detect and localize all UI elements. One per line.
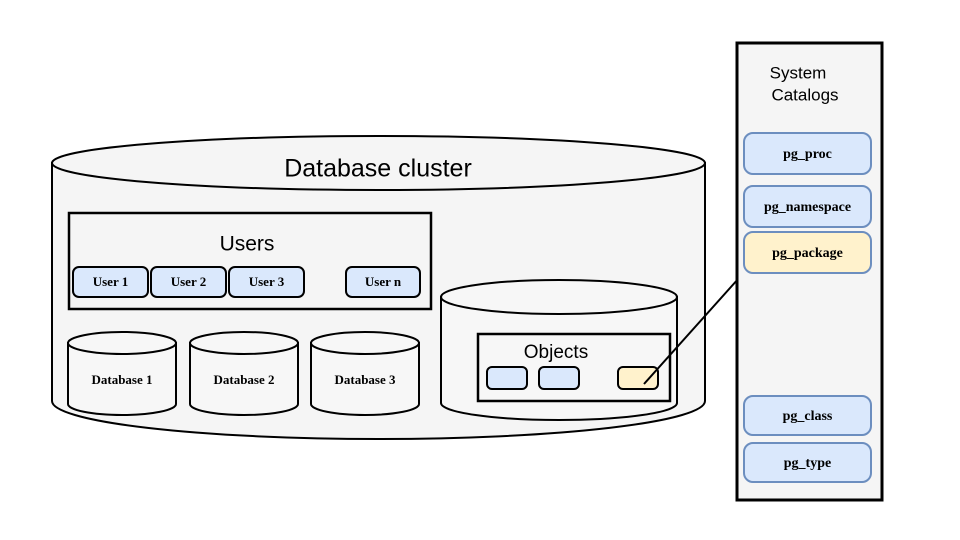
cluster-title: Database cluster: [284, 155, 472, 183]
user-label-2: User 2: [171, 274, 207, 289]
catalog-entry-pg-class[interactable]: pg_class: [743, 395, 872, 436]
database-2-label: Database 2: [213, 372, 274, 387]
catalog-label-pg-package: pg_package: [772, 246, 843, 261]
database-2-top: [189, 331, 299, 355]
catalog-entry-pg-package[interactable]: pg_package: [743, 231, 872, 274]
object-box-1[interactable]: [486, 366, 528, 390]
database-2-body: [189, 342, 299, 416]
catalog-box-pg-class[interactable]: [743, 395, 872, 436]
user-item[interactable]: User n: [345, 266, 421, 298]
user-box-3[interactable]: [228, 266, 305, 298]
users-group: Users User 1 User 2 User 3 User n: [67, 211, 433, 311]
user-item[interactable]: User 2: [150, 266, 227, 298]
user-item[interactable]: User 3: [228, 266, 305, 298]
user-box-1[interactable]: [72, 266, 149, 298]
catalog-box-pg-proc[interactable]: [743, 132, 872, 175]
object-box-2[interactable]: [538, 366, 580, 390]
user-box-n[interactable]: [345, 266, 421, 298]
database-3-label: Database 3: [334, 372, 396, 387]
system-catalogs-title-line1: System: [770, 63, 827, 82]
objects-group-title: Objects: [524, 342, 588, 363]
database-cylinder-3[interactable]: Database 3: [310, 331, 420, 416]
catalog-label-pg-proc: pg_proc: [783, 147, 832, 162]
catalog-entry-pg-proc[interactable]: pg_proc: [743, 132, 872, 175]
users-group-border: [67, 211, 433, 311]
database-3-body: [310, 342, 420, 416]
objects-group-border: [476, 332, 672, 403]
user-label-n: User n: [365, 274, 402, 289]
catalog-entry-pg-type[interactable]: pg_type: [743, 442, 872, 483]
user-item[interactable]: User 1: [72, 266, 149, 298]
user-label-1: User 1: [93, 274, 129, 289]
database-3-top: [310, 331, 420, 355]
catalog-box-pg-package[interactable]: [743, 231, 872, 274]
catalog-label-pg-type: pg_type: [784, 456, 831, 471]
catalog-entry-pg-namespace[interactable]: pg_namespace: [743, 185, 872, 228]
database-1-label: Database 1: [91, 372, 152, 387]
object-box-highlighted[interactable]: [617, 366, 659, 390]
database-1-top: [67, 331, 177, 355]
catalog-box-pg-type[interactable]: [743, 442, 872, 483]
system-catalogs-panel: System Catalogs pg_proc pg_namespace pg_…: [735, 41, 884, 502]
system-catalogs-title-line2: Catalogs: [771, 85, 838, 104]
catalog-label-pg-class: pg_class: [783, 409, 833, 424]
user-label-3: User 3: [249, 274, 285, 289]
catalog-label-pg-namespace: pg_namespace: [764, 200, 851, 215]
objects-cylinder-top: [440, 279, 678, 315]
objects-cylinder: Objects: [440, 279, 678, 421]
users-group-title: Users: [220, 233, 275, 256]
database-cylinder-1[interactable]: Database 1: [67, 331, 177, 416]
cluster-cylinder-top: [51, 135, 706, 191]
catalog-box-pg-namespace[interactable]: [743, 185, 872, 228]
database-cylinder-2[interactable]: Database 2: [189, 331, 299, 416]
user-box-2[interactable]: [150, 266, 227, 298]
database-1-body: [67, 342, 177, 416]
